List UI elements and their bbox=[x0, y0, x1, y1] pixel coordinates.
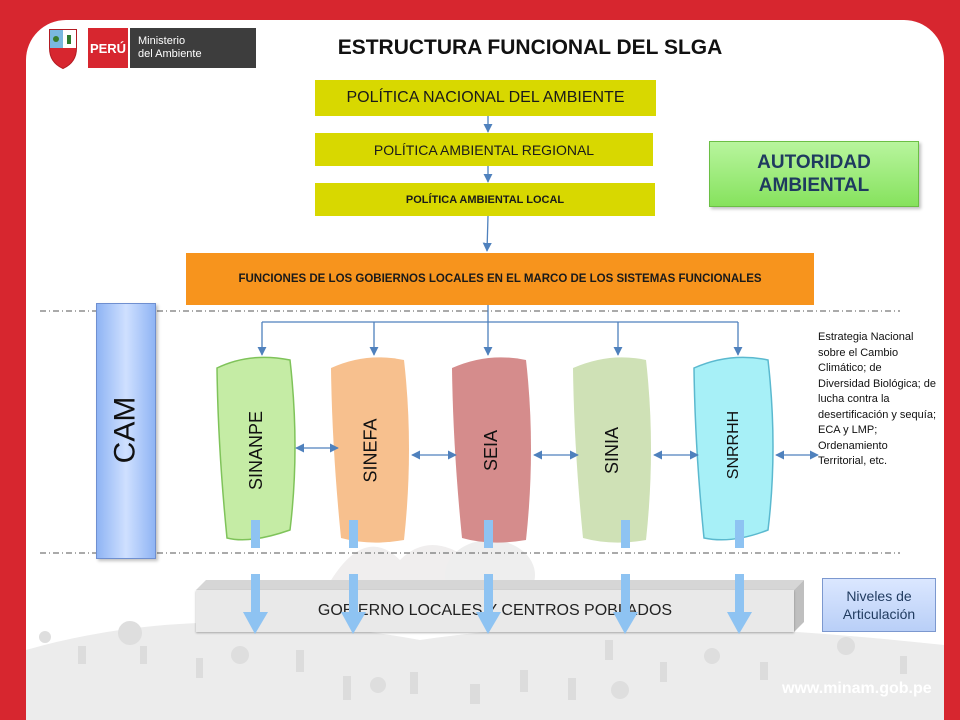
cam-label-wrap: CAM bbox=[96, 303, 154, 557]
policy-local-box: POLÍTICA AMBIENTAL LOCAL bbox=[315, 183, 655, 216]
local-governments-box: GOBIERNO LOCALES Y CENTROS POBLADOS bbox=[196, 590, 794, 632]
cam-label: CAM bbox=[108, 396, 142, 464]
strategies-note: Estrategia Nacional sobre el Cambio Clim… bbox=[818, 331, 937, 467]
system-distribution-lines bbox=[257, 305, 743, 356]
authority-line-1: AUTORIDAD bbox=[757, 152, 871, 173]
banner-sinanpe bbox=[216, 356, 296, 541]
website-url: www.minam.gob.pe bbox=[782, 680, 932, 697]
system-banners bbox=[216, 356, 774, 543]
page-title: ESTRUCTURA FUNCIONAL DEL SLGA bbox=[337, 36, 723, 59]
policy-regional-box: POLÍTICA AMBIENTAL REGIONAL bbox=[315, 133, 653, 166]
banner-snrrhh bbox=[693, 356, 774, 541]
functions-box: FUNCIONES DE LOS GOBIERNOS LOCALES EN EL… bbox=[186, 253, 814, 305]
policy-national-box: POLÍTICA NACIONAL DEL AMBIENTE bbox=[315, 80, 656, 116]
banner-seia bbox=[452, 357, 531, 543]
base-box-side bbox=[794, 580, 804, 632]
levels-line-1: Niveles de bbox=[846, 588, 912, 604]
coat-of-arms-icon bbox=[49, 29, 77, 70]
ministry-label: Ministerio del Ambiente bbox=[130, 28, 256, 68]
cam-box bbox=[96, 303, 156, 559]
banner-sinefa bbox=[331, 357, 409, 543]
levels-line-2: Articulación bbox=[842, 606, 916, 622]
banner-sinia bbox=[573, 357, 651, 543]
articulation-levels-box: Niveles de Articulación bbox=[822, 578, 936, 632]
ministry-line-1: Ministerio bbox=[138, 35, 186, 47]
authority-line-2: AMBIENTAL bbox=[758, 175, 870, 196]
arrow-local-functions bbox=[482, 215, 492, 252]
peru-label: PERÚ bbox=[88, 28, 128, 68]
system-links bbox=[295, 443, 819, 460]
minam-logo: PERÚ Ministerio del Ambiente bbox=[44, 26, 256, 70]
authority-box: AUTORIDAD AMBIENTAL bbox=[709, 141, 919, 207]
ministry-line-2: del Ambiente bbox=[138, 48, 202, 60]
base-box-top bbox=[196, 580, 804, 590]
